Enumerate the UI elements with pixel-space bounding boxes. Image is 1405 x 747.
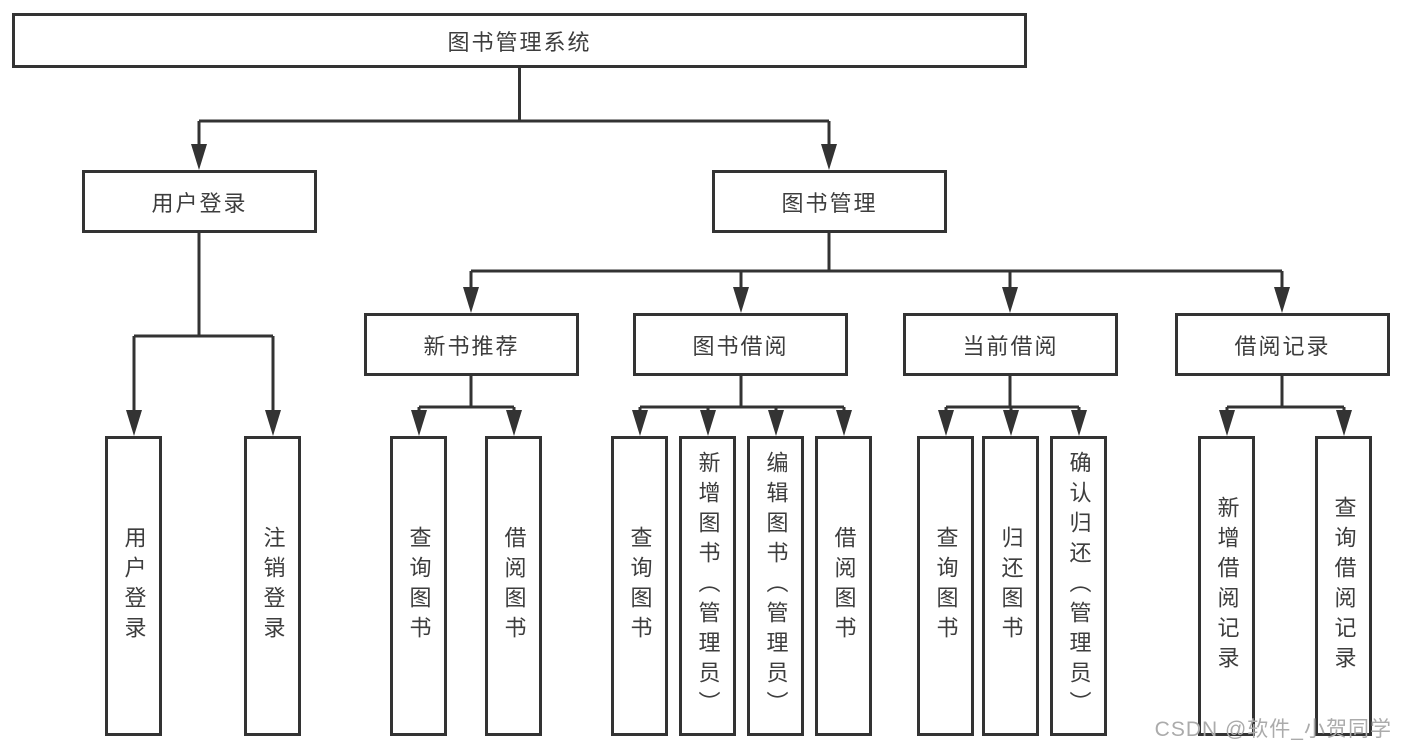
leaf-label: 注销登录 [260, 526, 286, 646]
connector-root [197, 68, 831, 150]
leaf-return-books: 归还图书 [982, 436, 1039, 736]
leaf-confirm-return-admin: 确认归还（管理员） [1050, 436, 1107, 736]
leaf-label: 新增图书（管理员） [695, 451, 721, 721]
node-book-borrow: 图书借阅 [633, 313, 848, 376]
leaf-query-books-recommend: 查询图书 [390, 436, 447, 736]
leaf-add-books-admin: 新增图书（管理员） [679, 436, 736, 736]
csdn-watermark: CSDN @软件_小贺同学 [1154, 718, 1392, 741]
node-user-login: 用户登录 [82, 170, 317, 233]
leaf-label: 借阅图书 [501, 526, 527, 646]
connector-user-login [132, 233, 275, 414]
leaf-borrow-books-recommend: 借阅图书 [485, 436, 542, 736]
node-new-book-recommend: 新书推荐 [364, 313, 579, 376]
leaf-label: 用户登录 [121, 526, 147, 646]
leaf-label: 查询图书 [406, 526, 432, 646]
leaf-query-books-current: 查询图书 [917, 436, 974, 736]
leaf-label: 新增借阅记录 [1214, 496, 1240, 676]
arrowheads [126, 144, 1352, 436]
leaf-add-borrow-record: 新增借阅记录 [1198, 436, 1255, 736]
leaf-edit-books-admin: 编辑图书（管理员） [747, 436, 804, 736]
leaf-borrow-books: 借阅图书 [815, 436, 872, 736]
leaf-label: 查询借阅记录 [1331, 496, 1357, 676]
leaf-label: 归还图书 [998, 526, 1024, 646]
node-borrow-records: 借阅记录 [1175, 313, 1390, 376]
leaf-label: 编辑图书（管理员） [763, 451, 789, 721]
leaf-label: 借阅图书 [831, 526, 857, 646]
node-book-management: 图书管理 [712, 170, 947, 233]
leaf-logout: 注销登录 [244, 436, 301, 736]
connector-book-borrow [638, 376, 846, 414]
connector-book-management [469, 233, 1284, 292]
connector-borrow-records [1225, 376, 1346, 414]
connector-current-borrow [944, 376, 1081, 414]
leaf-user-login: 用户登录 [105, 436, 162, 736]
leaf-label: 查询图书 [933, 526, 959, 646]
node-current-borrow: 当前借阅 [903, 313, 1118, 376]
connector-new-book-recommend [417, 376, 516, 414]
leaf-query-borrow-record: 查询借阅记录 [1315, 436, 1372, 736]
leaf-label: 确认归还（管理员） [1066, 451, 1092, 721]
leaf-query-books-borrow: 查询图书 [611, 436, 668, 736]
leaf-label: 查询图书 [627, 526, 653, 646]
node-root-system: 图书管理系统 [12, 13, 1027, 68]
